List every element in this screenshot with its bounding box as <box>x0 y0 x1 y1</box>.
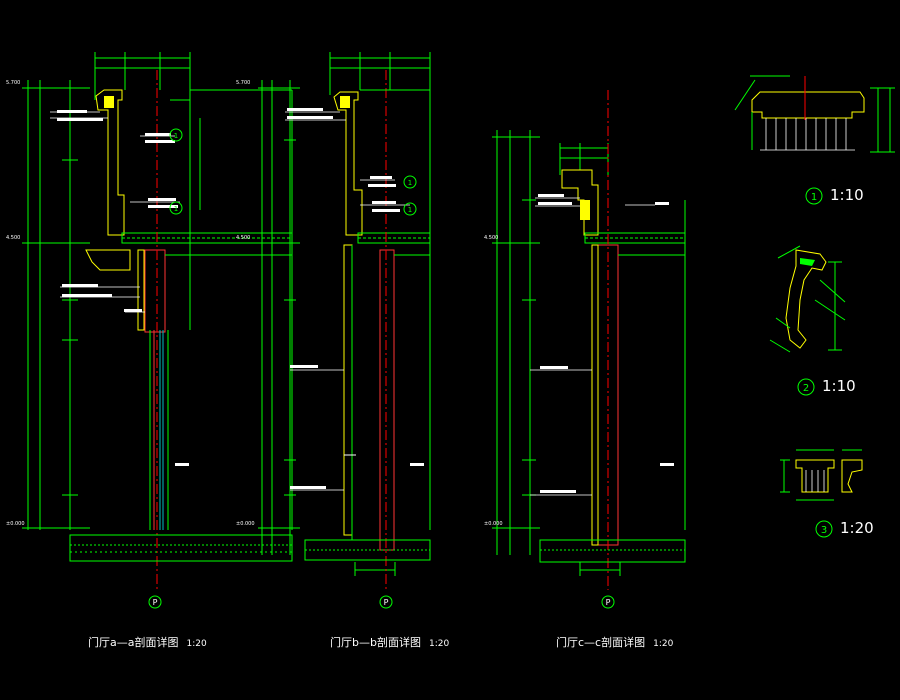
detail-3-drawing <box>780 449 863 501</box>
detail-marker-label: 1 <box>174 132 178 140</box>
section-b-cornice <box>333 91 363 236</box>
detail-1-number-circle <box>805 187 823 205</box>
section-a-dimension-lines <box>22 52 191 530</box>
section-c-axis-bubble <box>601 595 615 609</box>
detail-1-drawing <box>734 75 895 153</box>
detail-2-number-circle <box>797 378 815 396</box>
detail-3-number: 3 <box>821 525 827 536</box>
section-b-axis-bubble <box>379 595 393 609</box>
section-a-ledge <box>85 249 131 271</box>
section-a-ground <box>69 534 293 562</box>
section-b-scale: 1:20 <box>428 639 450 649</box>
detail-1-scale: 1:10 <box>830 186 864 204</box>
section-a-axis-bubble <box>148 595 162 609</box>
section-b-title: 门厅b—b剖面详图 <box>330 636 421 649</box>
section-c-title: 门厅c—c剖面详图 <box>556 636 646 649</box>
detail-marker-circle <box>403 202 417 216</box>
section-c-dimension-lines <box>492 130 621 576</box>
detail-marker-label: 1 <box>408 206 412 214</box>
section-a-caption: 门厅a—a剖面详图 1:20 <box>88 634 207 650</box>
detail-1-number: 1 <box>811 192 817 203</box>
section-a-axis-label: P <box>153 598 158 607</box>
section-a-level-base: ±0.000 <box>6 521 25 527</box>
detail-marker-label: 1 <box>174 205 178 213</box>
section-b-level-mid: 4.500 <box>236 235 250 241</box>
section-c-drawing <box>492 90 686 590</box>
section-a-level-top: 5.700 <box>6 80 20 86</box>
section-a-scale: 1:20 <box>186 639 207 649</box>
section-a-level-mid: 4.500 <box>6 235 20 241</box>
detail-2-drawing <box>769 245 846 353</box>
section-b-axis-label: P <box>384 598 389 607</box>
detail-marker-circle <box>403 175 417 189</box>
section-a-wall <box>144 249 166 333</box>
detail-2-number: 2 <box>803 383 809 394</box>
detail-marker-circle <box>169 201 183 215</box>
detail-2-scale: 1:10 <box>822 377 856 395</box>
section-c-cornice <box>561 169 599 236</box>
section-b-caption: 门厅b—b剖面详图 1:20 <box>330 634 449 650</box>
detail-3-scale: 1:20 <box>840 519 874 537</box>
axis-bubbles <box>148 595 615 609</box>
section-b-level-base: ±0.000 <box>236 521 255 527</box>
detail-3-number-circle <box>815 520 833 538</box>
section-c-ground <box>539 539 686 563</box>
detail-marker-label: 1 <box>408 179 412 187</box>
section-a-drawing <box>22 52 293 590</box>
section-c-caption: 门厅c—c剖面详图 1:20 <box>556 634 673 650</box>
section-c-level-mid: 4.500 <box>484 235 498 241</box>
section-b-level-top: 5.700 <box>236 80 250 86</box>
section-a-title: 门厅a—a剖面详图 <box>88 636 179 649</box>
detail-marker-circle <box>169 128 183 142</box>
section-a-cornice <box>95 89 125 236</box>
section-c-axis-label: P <box>606 598 611 607</box>
section-c-level-base: ±0.000 <box>484 521 503 527</box>
section-b-drawing <box>258 52 431 590</box>
section-a-cornice-fill <box>104 96 114 108</box>
section-c-scale: 1:20 <box>653 639 674 649</box>
